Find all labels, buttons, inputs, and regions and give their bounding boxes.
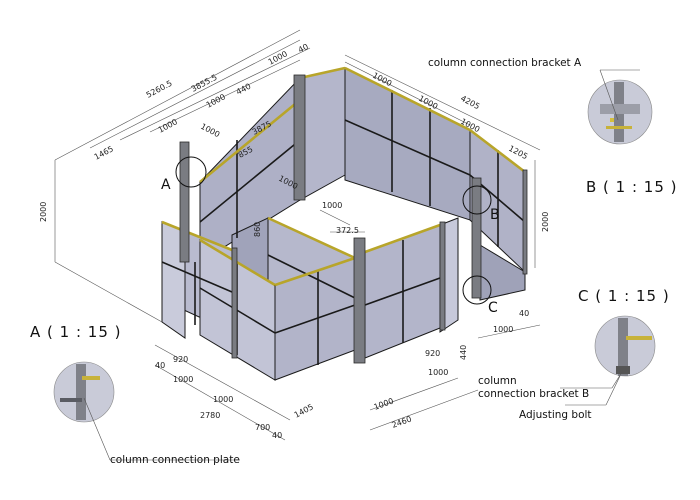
label-connection-plate: column connection plate: [110, 454, 240, 466]
detail-view-c-image: [594, 315, 656, 377]
leader-lines: [83, 69, 640, 461]
title-detail-a: A ( 1 : 15 ): [30, 323, 122, 341]
label-adjusting-bolt: Adjusting bolt: [519, 409, 592, 421]
marker-c: C: [488, 300, 498, 316]
detail-markers: A B C: [161, 156, 500, 316]
dim-1000m: 1000: [373, 396, 395, 411]
label-bracket-a: column connection bracket A: [428, 57, 582, 69]
dim-1000k: 1000: [213, 395, 233, 404]
dim-1000i: 1000: [322, 201, 342, 210]
dim-40a: 40: [297, 42, 310, 55]
dim-40e: 40: [519, 309, 529, 318]
dim-2000r: 2000: [541, 212, 550, 232]
label-bracket-b-2: connection bracket B: [478, 388, 589, 400]
enclosure-panels: [161, 67, 526, 381]
dim-1000c: 1000: [157, 117, 179, 135]
top-rails: [161, 66, 526, 287]
dim-1000n: 1000: [493, 325, 513, 334]
dim-1465: 1465: [93, 144, 115, 162]
column-front-left: [231, 247, 238, 359]
panel-back-right: [344, 67, 471, 221]
dim-3855: 3855.5: [190, 73, 219, 94]
columns: [179, 74, 528, 364]
dim-440b: 440: [459, 345, 468, 360]
dim-372: 372.5: [336, 226, 359, 235]
dim-920b: 920: [425, 349, 440, 358]
dim-920a: 920: [173, 355, 188, 364]
dim-1000a: 1000: [267, 49, 289, 67]
panel-back-a: [299, 67, 346, 201]
column-corner-right: [522, 169, 528, 275]
dim-1000b: 1000: [205, 92, 227, 110]
dim-1405: 1405: [293, 402, 315, 420]
title-detail-b: B ( 1 : 15 ): [586, 178, 678, 196]
dim-2780: 2780: [200, 411, 220, 420]
detail-view-b-image: [587, 79, 653, 145]
dim-2000: 2000: [39, 202, 48, 222]
column-a: [179, 141, 190, 263]
column-front-right: [439, 221, 446, 331]
dim-1000l: 1000: [428, 368, 448, 377]
marker-a: A: [161, 177, 171, 193]
dim-1000d: 1000: [199, 122, 221, 140]
dim-40c: 40: [272, 431, 282, 440]
dim-4205: 4205: [459, 94, 481, 112]
dimension-lines: [54, 29, 541, 441]
dim-2460: 2460: [391, 414, 413, 429]
dim-1205: 1205: [507, 144, 529, 162]
dim-1000j: 1000: [173, 375, 193, 384]
column-b: [471, 177, 482, 299]
dim-700: 700: [255, 423, 270, 432]
marker-b: B: [490, 207, 500, 223]
column-front-center: [353, 237, 366, 364]
title-detail-c: C ( 1 : 15 ): [578, 287, 670, 305]
label-bracket-b-1: column: [478, 375, 517, 387]
detail-view-a-image: [53, 361, 115, 423]
column-main-back: [293, 74, 306, 201]
dim-5260: 5260.5: [145, 79, 174, 100]
dim-40b: 40: [155, 361, 165, 370]
dim-860: 860: [253, 222, 262, 237]
